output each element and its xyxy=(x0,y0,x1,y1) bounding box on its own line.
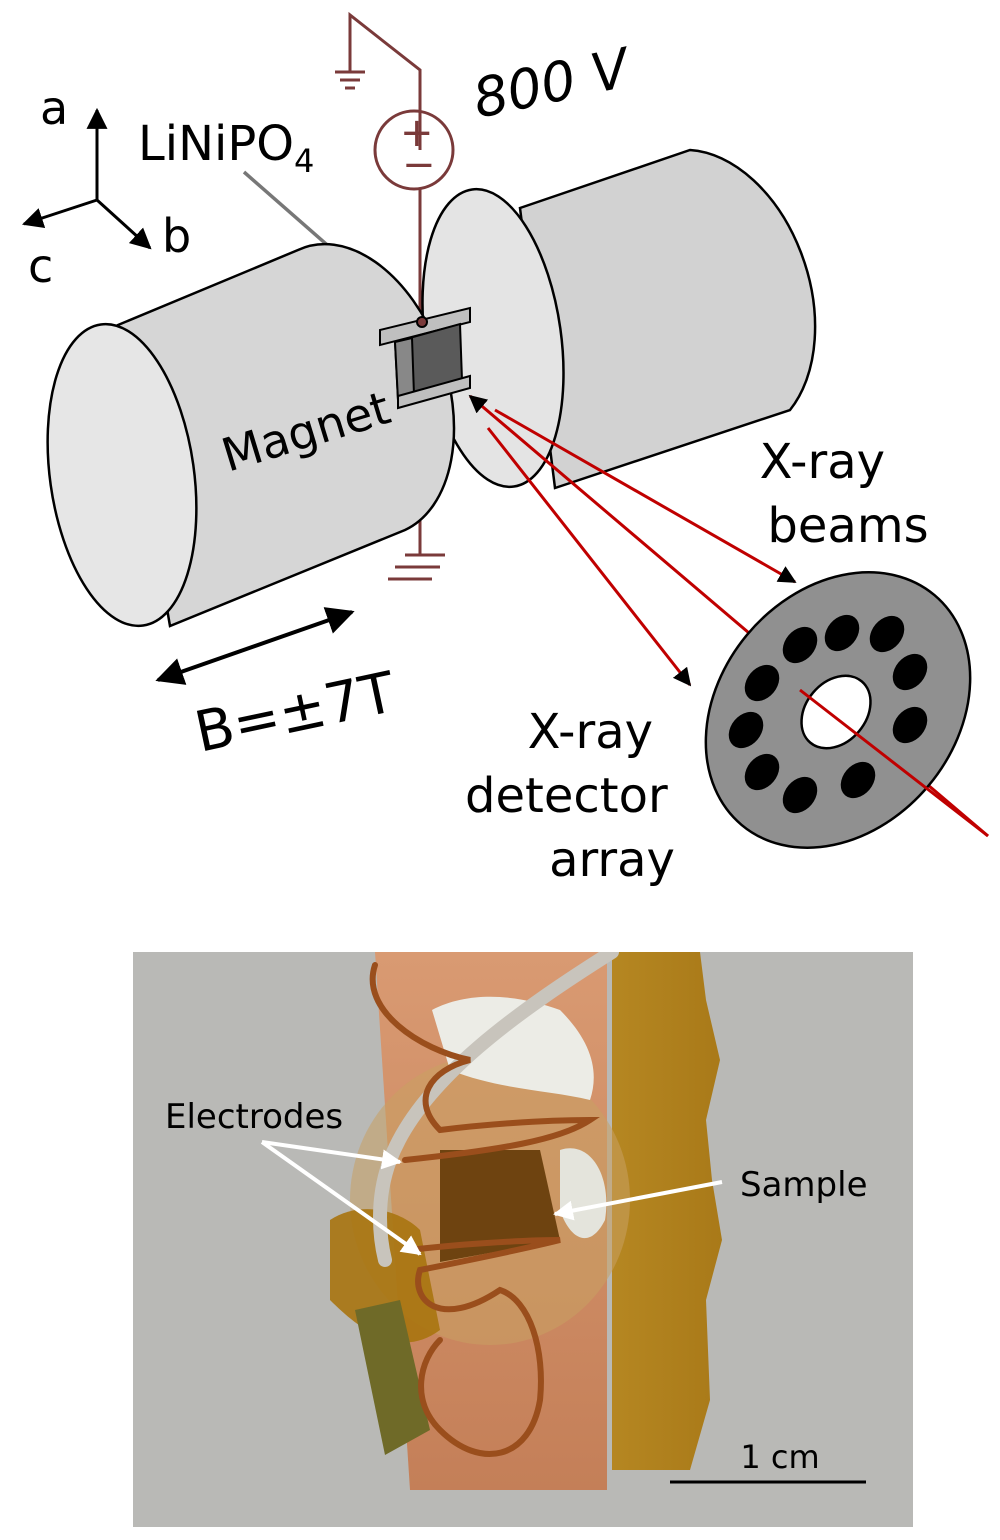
sample-formula-text: LiNiPO xyxy=(138,116,294,172)
sample-formula-subscript: 4 xyxy=(294,142,314,180)
beams-label-line-1: X-ray xyxy=(760,434,885,490)
axis-a-label: a xyxy=(40,81,68,135)
voltage-label: 800 V xyxy=(468,36,639,131)
axis-b-label: b xyxy=(162,209,191,263)
beams-label-line-2: beams xyxy=(767,498,928,554)
experiment-diagram: a b c LiNiPO4 + − 800 V xyxy=(24,15,1000,901)
axis-c-label: c xyxy=(28,239,53,293)
sample-photo: Electrodes Sample 1 cm xyxy=(133,952,913,1527)
electrodes-label: Electrodes xyxy=(165,1097,343,1137)
field-label: B=±7T xyxy=(189,660,401,766)
detector-label-line-3: array xyxy=(549,832,675,888)
detector-label-line-2: detector xyxy=(465,768,668,824)
field-direction-arrow xyxy=(158,612,352,680)
detector-label-line-1: X-ray xyxy=(528,704,653,760)
sample-label: Sample xyxy=(740,1165,867,1205)
sample-formula-label: LiNiPO4 xyxy=(138,116,314,180)
source-minus-sign: − xyxy=(402,142,436,188)
beams-label: X-ray beams xyxy=(760,434,929,554)
axis-c-arrow xyxy=(24,200,97,224)
scale-bar-label: 1 cm xyxy=(740,1438,819,1476)
detector-label: X-ray detector array xyxy=(465,704,683,888)
axis-b-arrow xyxy=(97,200,150,248)
